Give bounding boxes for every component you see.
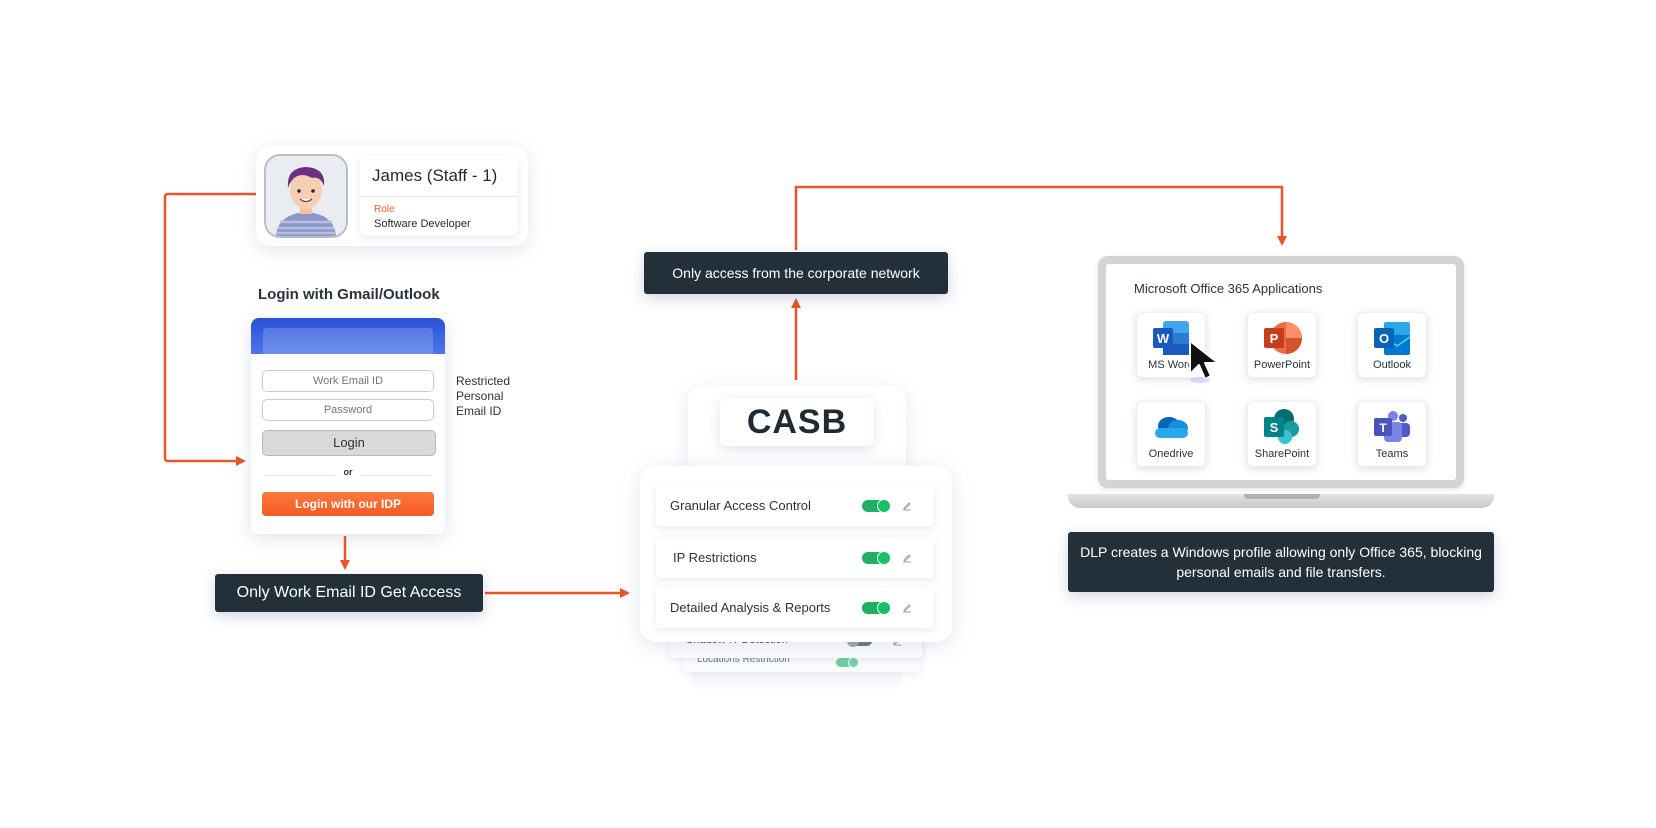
laptop-base	[1068, 494, 1494, 508]
user-avatar-icon	[266, 156, 346, 236]
office-title: Microsoft Office 365 Applications	[1134, 281, 1323, 296]
role-label: Role	[374, 204, 395, 215]
work-email-access-label: Only Work Email ID Get Access	[215, 574, 483, 612]
feature-toggle[interactable]	[862, 499, 891, 513]
login-header	[251, 318, 445, 354]
powerpoint-icon: P	[1264, 322, 1302, 354]
or-text: or	[343, 467, 353, 477]
login-form: Login or Login with our IDP	[251, 318, 445, 534]
arrow-network-to-office	[794, 185, 1287, 250]
casb-title: CASB	[720, 398, 874, 446]
feature-toggle[interactable]	[862, 551, 891, 565]
casb-feature-row: Detailed Analysis & Reports	[656, 588, 934, 628]
feature-label: Locations Restriction	[697, 654, 790, 665]
svg-text:P: P	[1270, 331, 1279, 346]
casb-feature-row: IP Restrictions	[656, 538, 934, 578]
casb-panel: Granular Access Control IP Restrictions …	[640, 466, 952, 642]
word-icon: W	[1153, 321, 1189, 355]
user-info: James (Staff - 1) Role Software Develope…	[360, 156, 518, 236]
edit-icon[interactable]	[902, 553, 912, 563]
teams-icon: T	[1374, 411, 1410, 442]
arrow-user-to-login	[163, 192, 256, 466]
app-label: MS Word	[1148, 359, 1194, 371]
divider	[360, 196, 518, 197]
svg-text:S: S	[1270, 420, 1279, 435]
dlp-note-label: DLP creates a Windows profile allowing o…	[1068, 532, 1494, 592]
login-idp-button[interactable]: Login with our IDP	[262, 492, 434, 516]
login-header-tab	[263, 328, 433, 354]
app-tile-teams[interactable]: T Teams	[1357, 401, 1427, 467]
app-label: SharePoint	[1254, 448, 1310, 460]
login-button[interactable]: Login	[262, 430, 436, 456]
svg-text:O: O	[1379, 331, 1389, 346]
edit-icon[interactable]	[902, 603, 912, 613]
app-tile-outlook[interactable]: O Outlook	[1357, 312, 1427, 378]
app-label: Onedrive	[1148, 448, 1194, 460]
app-tile-powerpoint[interactable]: P PowerPoint	[1247, 312, 1317, 378]
app-label: PowerPoint	[1253, 359, 1311, 371]
corporate-network-label: Only access from the corporate network	[644, 252, 948, 294]
app-label: Teams	[1375, 448, 1409, 460]
app-tile-sharepoint[interactable]: S SharePoint	[1247, 401, 1317, 467]
svg-text:W: W	[1157, 331, 1170, 346]
feature-toggle[interactable]	[836, 657, 859, 668]
avatar	[264, 154, 348, 238]
sharepoint-icon: S	[1264, 409, 1299, 444]
or-divider-left	[265, 475, 335, 476]
casb-feature-row: Granular Access Control	[656, 486, 934, 526]
email-field[interactable]	[262, 370, 434, 392]
laptop-notch	[1244, 494, 1320, 499]
onedrive-icon	[1155, 417, 1188, 438]
restricted-note: Restricted Personal Email ID	[456, 374, 511, 418]
feature-toggle[interactable]	[862, 601, 891, 615]
password-field[interactable]	[262, 399, 434, 421]
login-title: Login with Gmail/Outlook	[258, 286, 440, 303]
role-value: Software Developer	[374, 218, 471, 230]
outlook-icon: O	[1374, 322, 1411, 355]
mouse-cursor-icon	[1189, 340, 1219, 383]
feature-label: IP Restrictions	[673, 550, 757, 565]
edit-icon[interactable]	[902, 501, 912, 511]
user-card: James (Staff - 1) Role Software Develope…	[256, 146, 528, 246]
feature-label: Granular Access Control	[670, 498, 811, 513]
app-label: Outlook	[1373, 359, 1411, 371]
or-divider-right	[361, 475, 431, 476]
feature-label: Detailed Analysis & Reports	[670, 600, 831, 615]
user-name: James (Staff - 1)	[372, 166, 498, 185]
app-tile-onedrive[interactable]: Onedrive	[1136, 401, 1206, 467]
svg-text:T: T	[1379, 421, 1387, 435]
